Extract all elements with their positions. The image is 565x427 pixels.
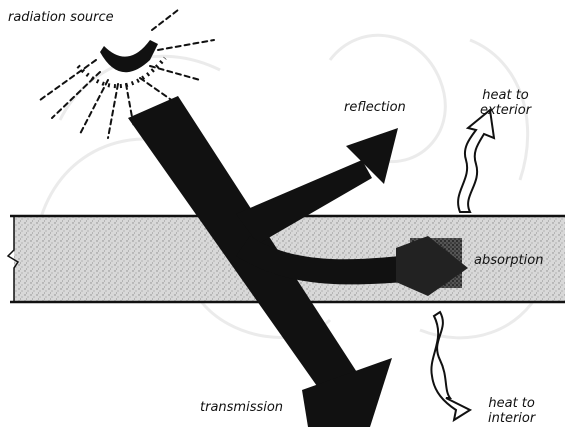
heat-to-exterior-arrow — [458, 110, 494, 212]
heat-to-interior-line1: heat to — [488, 396, 535, 411]
reflection-label-text: reflection — [344, 100, 406, 115]
heat-to-interior-arrow — [431, 312, 470, 420]
heat-to-exterior-line2: exterior — [480, 103, 531, 118]
transmission-label: transmission — [200, 400, 283, 415]
absorption-label-text: absorption — [474, 253, 543, 268]
heat-to-interior-label: heat to interior — [488, 396, 535, 426]
heat-to-exterior-label: heat to exterior — [480, 88, 531, 118]
heat-to-exterior-line1: heat to — [480, 88, 531, 103]
reflection-label: reflection — [344, 100, 406, 115]
heat-to-interior-line2: interior — [488, 411, 535, 426]
radiation-source-label-text: radiation source — [8, 10, 114, 25]
absorption-label: absorption — [474, 253, 543, 268]
transmission-label-text: transmission — [200, 400, 283, 415]
radiation-source-label: radiation source — [8, 10, 114, 25]
